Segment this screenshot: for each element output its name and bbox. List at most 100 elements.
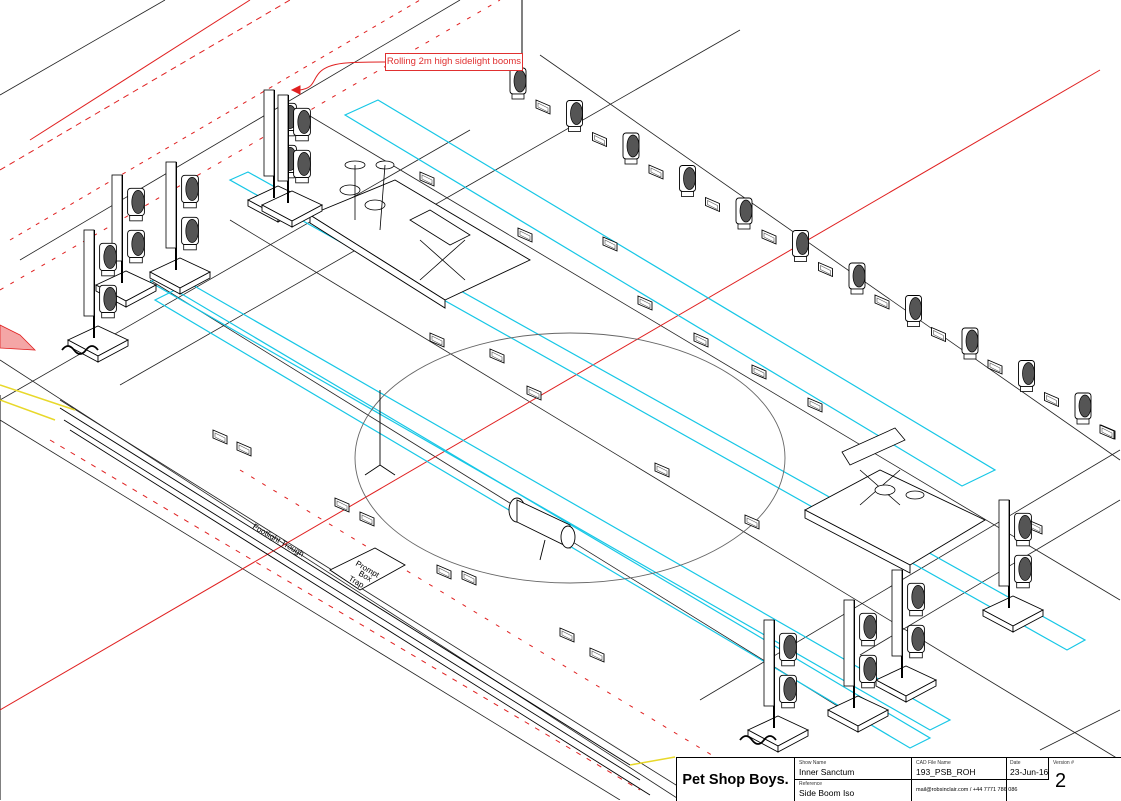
floor-light-unit bbox=[874, 294, 890, 310]
sidelight-boom bbox=[260, 94, 324, 228]
moving-head-fixture bbox=[792, 230, 809, 262]
moving-head-fixture bbox=[181, 174, 199, 209]
floor-light-unit bbox=[693, 332, 709, 348]
floor-light-unit bbox=[705, 196, 720, 213]
moving-head-fixture bbox=[735, 197, 753, 230]
date: 23-Jun-16 bbox=[1010, 767, 1049, 777]
title-block: Pet Shop Boys. Show Name Inner Sanctum R… bbox=[676, 757, 1121, 801]
floor-light-unit bbox=[1044, 391, 1059, 408]
moving-head-fixture bbox=[961, 327, 979, 360]
moving-head-fixture bbox=[99, 242, 117, 277]
moving-head-fixture bbox=[127, 187, 145, 222]
floor-light-unit bbox=[517, 227, 533, 243]
floor-light-unit bbox=[212, 429, 228, 445]
floor-light-unit bbox=[461, 570, 477, 586]
moving-head-fixture bbox=[848, 262, 866, 295]
moving-head-fixture bbox=[679, 165, 696, 197]
moving-head-fixture bbox=[1074, 392, 1092, 425]
floor-light-unit bbox=[526, 385, 542, 401]
cable-wave-symbols bbox=[61, 345, 777, 745]
version-label: Version # bbox=[1053, 760, 1074, 766]
floor-light-unit bbox=[334, 497, 350, 513]
mic-stand bbox=[364, 390, 396, 476]
floor-light-unit bbox=[654, 462, 670, 478]
moving-head-fixture bbox=[293, 107, 311, 142]
moving-head-fixture bbox=[905, 295, 922, 327]
floor-light-unit bbox=[648, 164, 664, 180]
reference-label: Reference bbox=[799, 781, 823, 787]
sidelight-boom bbox=[874, 569, 938, 703]
moving-head-fixture bbox=[127, 229, 145, 264]
floor-light-unit bbox=[1099, 424, 1115, 440]
floor-light-unit bbox=[602, 236, 618, 252]
floor-light-unit bbox=[535, 99, 551, 115]
callout-leader bbox=[290, 61, 386, 95]
upstage-riser bbox=[309, 179, 986, 574]
contact: mail@robsinclair.com / +44 7771 786 086 bbox=[916, 787, 1018, 793]
footlight-trough-label: Footlight Trough bbox=[251, 522, 306, 559]
cad-file-label: CAD File Name bbox=[916, 760, 951, 766]
sidelight-boom bbox=[746, 619, 810, 753]
floor-light-unit bbox=[987, 359, 1003, 375]
sheet-frame bbox=[0, 0, 523, 800]
version: 2 bbox=[1055, 770, 1067, 792]
moving-head-fixture bbox=[293, 149, 311, 184]
moving-head-fixture bbox=[907, 624, 925, 659]
yellow-lines bbox=[0, 384, 676, 766]
floor-light-unit bbox=[761, 229, 777, 245]
pit-hatch bbox=[0, 324, 37, 351]
moving-head-fixture bbox=[779, 632, 797, 667]
date-cell: Date 23-Jun-16 bbox=[1007, 758, 1049, 779]
downstage-keyboard bbox=[841, 427, 925, 506]
pit-lines bbox=[59, 407, 651, 796]
moving-head-fixture bbox=[99, 284, 117, 319]
floor-light-unit bbox=[807, 397, 823, 413]
show-cell: Show Name Inner Sanctum Reference Side B… bbox=[795, 758, 912, 801]
sidelight-boom bbox=[66, 229, 130, 363]
moving-head-fixture bbox=[509, 67, 527, 100]
cad-file: 193_PSB_ROH bbox=[916, 767, 976, 777]
floor-light-unit bbox=[931, 326, 946, 343]
sidelight-boom bbox=[148, 161, 212, 295]
centre-lift bbox=[508, 497, 576, 561]
callout-sidelight-booms: Rolling 2m high sidelight booms bbox=[385, 53, 523, 71]
sidelight-boom bbox=[826, 599, 890, 733]
brand-logo: Pet Shop Boys. bbox=[677, 758, 795, 801]
moving-head-fixture bbox=[566, 100, 583, 132]
version-cell: Version # 2 bbox=[1049, 758, 1121, 801]
moving-head-fixture bbox=[907, 582, 925, 617]
floor-light-unit bbox=[236, 441, 252, 457]
moving-head-fixture bbox=[1018, 360, 1035, 392]
floor-light-unit bbox=[589, 647, 605, 663]
moving-head-fixture bbox=[622, 132, 640, 165]
upstage-keyboard bbox=[409, 209, 471, 281]
show-name-label: Show Name bbox=[799, 760, 827, 766]
moving-head-fixture bbox=[779, 674, 797, 709]
floor-light-unit bbox=[744, 514, 760, 530]
centre-revolve bbox=[354, 332, 786, 584]
floor-light-unit bbox=[429, 332, 445, 348]
upstage-drum-kit bbox=[339, 160, 395, 231]
sidelight-booms bbox=[66, 89, 1045, 753]
floor-lighting-units bbox=[212, 171, 1115, 663]
floor-light-unit bbox=[751, 364, 767, 380]
date-label: Date bbox=[1010, 760, 1021, 766]
moving-head-fixture bbox=[181, 216, 199, 251]
floor-light-unit bbox=[359, 511, 375, 527]
reference: Side Boom Iso bbox=[799, 788, 855, 798]
floor-light-unit bbox=[592, 131, 607, 148]
moving-head-fixture bbox=[1014, 554, 1032, 589]
moving-head-fixture bbox=[859, 612, 877, 647]
floor-light-unit bbox=[818, 261, 833, 278]
upstage-moving-head-row bbox=[509, 67, 1116, 440]
floor-light-unit bbox=[436, 564, 452, 580]
red-tracks bbox=[0, 0, 1101, 791]
sidelight-boom bbox=[981, 499, 1045, 633]
moving-head-fixture bbox=[859, 654, 877, 689]
prompt-box-trap: Prompt Box Trap bbox=[329, 547, 406, 591]
floor-light-unit bbox=[419, 171, 435, 187]
floor-light-unit bbox=[637, 295, 653, 311]
moving-head-fixture bbox=[1014, 512, 1032, 547]
